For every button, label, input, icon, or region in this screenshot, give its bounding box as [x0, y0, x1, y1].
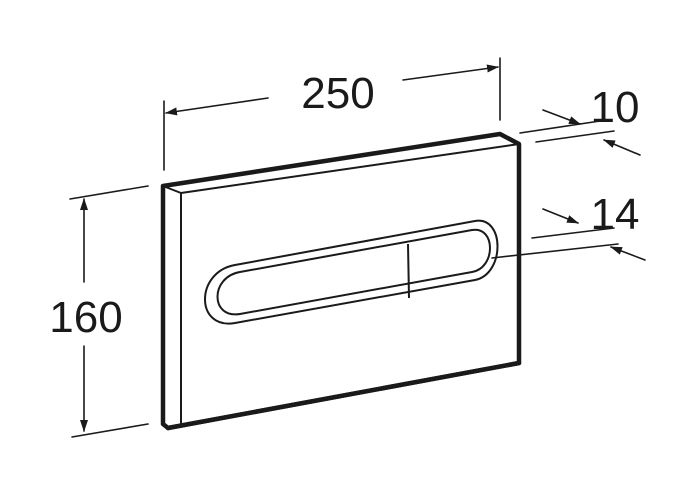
- depth-arrow-upper: [542, 109, 581, 125]
- width-arrow-left: [165, 97, 269, 116]
- height-extension-bottom: [71, 423, 149, 438]
- button-outer-ring: [204, 219, 499, 325]
- height-extension-top: [69, 185, 149, 200]
- flush-plate: [160, 131, 522, 431]
- button-offset-arrow-upper: [542, 208, 579, 224]
- button-offset-arrow-lower: [610, 246, 646, 261]
- depth-label: 10: [591, 83, 640, 132]
- button-inner-ring: [216, 228, 491, 316]
- width-label: 250: [301, 69, 374, 118]
- button-offset-dimension: 14: [491, 190, 646, 261]
- button-divider: [407, 243, 410, 299]
- depth-dimension: 10: [519, 83, 641, 156]
- width-dimension: 250: [163, 57, 501, 171]
- plate-bottom-edge: [165, 360, 522, 431]
- button-offset-extension-top: [531, 227, 615, 239]
- flush-button: [204, 219, 499, 325]
- width-arrow-right: [402, 64, 499, 81]
- height-dimension: 160: [49, 185, 149, 438]
- depth-extension-bottom: [535, 130, 615, 143]
- depth-extension-top: [519, 120, 601, 134]
- depth-arrow-lower: [603, 139, 641, 156]
- height-label: 160: [49, 293, 122, 342]
- button-offset-label: 14: [591, 190, 640, 239]
- button-offset-extension-bottom: [491, 243, 619, 259]
- plate-top-edge: [162, 143, 520, 194]
